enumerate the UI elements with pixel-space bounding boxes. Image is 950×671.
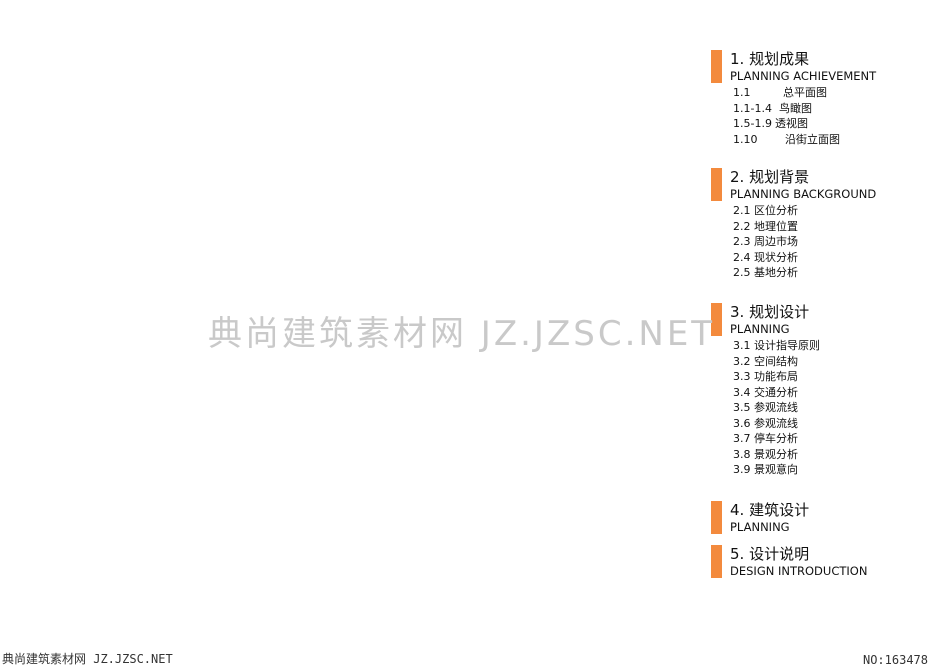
toc-item: 3.5 参观流线	[733, 400, 820, 416]
item-number: 2.4	[733, 250, 751, 264]
toc-item: 2.2 地理位置	[733, 219, 798, 235]
item-label: 设计指导原则	[754, 339, 820, 352]
section-subtitle: PLANNING	[730, 520, 790, 534]
item-label: 基地分析	[754, 266, 798, 279]
item-label: 景观分析	[754, 447, 798, 461]
item-label: 透视图	[775, 117, 808, 130]
section-accent-bar	[711, 168, 722, 201]
item-number: 2.1	[733, 204, 751, 217]
item-number: 1.5-1.9	[733, 117, 772, 130]
section-title: 5. 设计说明	[730, 545, 810, 563]
section-title: 3. 规划设计	[730, 303, 810, 321]
item-number: 2.3	[733, 235, 751, 248]
item-label: 停车分析	[754, 432, 798, 445]
section-items: 2.1 区位分析 2.2 地理位置 2.3 周边市场 2.4 现状分析 2.5 …	[733, 203, 798, 281]
item-number: 3.1	[733, 339, 751, 352]
item-number: 3.9	[733, 463, 751, 476]
item-label: 交通分析	[754, 385, 798, 399]
item-label: 参观流线	[754, 416, 798, 430]
footer-document-number: NO:163478	[862, 653, 928, 667]
section-items: 3.1 设计指导原则 3.2 空间结构 3.3 功能布局 3.4 交通分析 3.…	[733, 338, 820, 478]
section-title: 2. 规划背景	[730, 168, 810, 186]
toc-item: 2.5 基地分析	[733, 265, 798, 281]
section-subtitle: PLANNING	[730, 322, 790, 336]
item-label: 周边市场	[754, 235, 798, 248]
toc-item: 3.8 景观分析	[733, 447, 820, 463]
item-number: 3.6	[733, 416, 751, 430]
section-title: 1. 规划成果	[730, 50, 810, 68]
item-label: 景观意向	[754, 463, 798, 476]
toc-item: 3.6 参观流线	[733, 416, 820, 432]
section-accent-bar	[711, 303, 722, 336]
section-title: 4. 建筑设计	[730, 501, 810, 519]
section-accent-bar	[711, 545, 722, 578]
watermark-text: 典尚建筑素材网 JZ.JZSC.NET	[208, 314, 716, 354]
item-label: 空间结构	[754, 354, 798, 368]
footer-site-label: 典尚建筑素材网 JZ.JZSC.NET	[2, 652, 173, 666]
section-accent-bar	[711, 50, 722, 83]
item-number: 1.1	[733, 86, 751, 99]
item-number: 3.3	[733, 370, 751, 383]
item-number: 1.1-1.4	[733, 101, 772, 115]
section-subtitle: PLANNING ACHIEVEMENT	[730, 69, 877, 83]
toc-item: 1.10 沿街立面图	[733, 132, 840, 148]
item-number: 3.7	[733, 432, 751, 445]
item-number: 1.10	[733, 132, 758, 146]
item-number: 3.8	[733, 447, 751, 461]
item-label: 参观流线	[754, 401, 798, 414]
toc-item: 2.1 区位分析	[733, 203, 798, 219]
item-number: 3.4	[733, 385, 751, 399]
section-accent-bar	[711, 501, 722, 534]
item-number: 2.5	[733, 266, 751, 279]
item-label: 鸟瞰图	[779, 101, 812, 115]
item-number: 3.5	[733, 401, 751, 414]
item-label: 区位分析	[754, 204, 798, 217]
item-number: 2.2	[733, 219, 751, 233]
toc-item: 3.1 设计指导原则	[733, 338, 820, 354]
toc-item: 1.1-1.4 鸟瞰图	[733, 101, 840, 117]
toc-item: 3.4 交通分析	[733, 385, 820, 401]
toc-item: 3.3 功能布局	[733, 369, 820, 385]
toc-item: 3.2 空间结构	[733, 354, 820, 370]
item-label: 沿街立面图	[785, 132, 840, 146]
item-label: 地理位置	[754, 219, 798, 233]
item-number: 3.2	[733, 354, 751, 368]
section-subtitle: PLANNING BACKGROUND	[730, 187, 877, 201]
toc-item: 3.9 景观意向	[733, 462, 820, 478]
toc-item: 3.7 停车分析	[733, 431, 820, 447]
item-label: 功能布局	[754, 370, 798, 383]
item-label: 现状分析	[754, 250, 798, 264]
item-label: 总平面图	[783, 86, 827, 99]
toc-item: 2.4 现状分析	[733, 250, 798, 266]
toc-item: 1.1 总平面图	[733, 85, 840, 101]
toc-item: 2.3 周边市场	[733, 234, 798, 250]
section-subtitle: DESIGN INTRODUCTION	[730, 564, 868, 578]
